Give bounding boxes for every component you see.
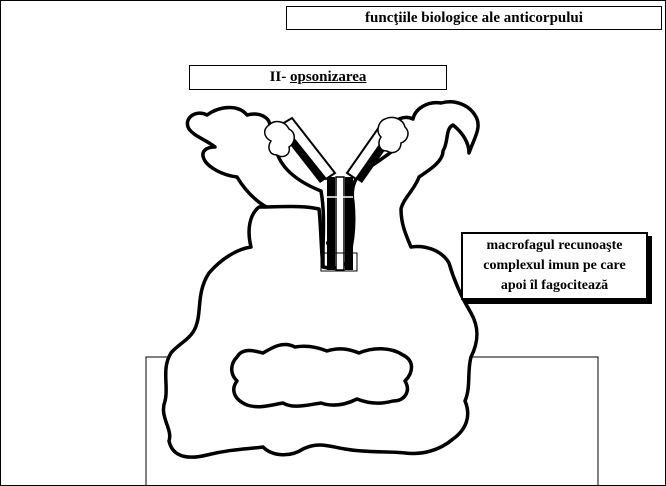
note-line-2: complexul imun pe care (483, 256, 625, 276)
note-line-1: macrofagul recunoaşte (487, 236, 623, 256)
note-line-3: apoi îl fagocitează (501, 276, 608, 296)
section-number: II- (270, 69, 287, 86)
nucleus-icon (232, 345, 412, 407)
antibody-stem-left (327, 177, 335, 270)
section-name: opsonizarea (290, 69, 366, 86)
page-title: funcţiile biologice ale anticorpului (365, 10, 583, 27)
title-box: funcţiile biologice ale anticorpului (286, 6, 662, 30)
antibody-stem-right (345, 177, 353, 270)
note-box: macrofagul recunoaşte complexul imun pe … (461, 232, 648, 300)
subtitle-box: II- opsonizarea (189, 65, 447, 90)
